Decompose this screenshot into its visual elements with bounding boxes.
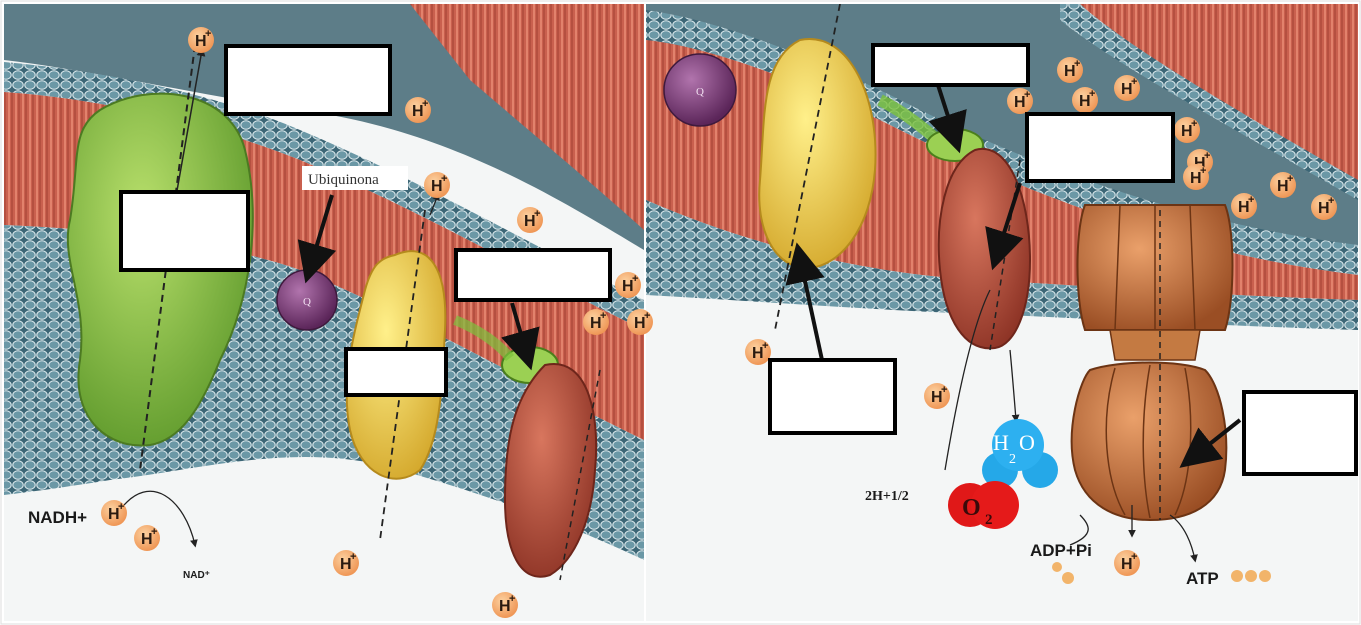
- proton-plus-label: +: [1131, 551, 1137, 563]
- proton-token: H+: [1231, 193, 1257, 219]
- proton-token: H+: [1072, 87, 1098, 113]
- blank-label-5[interactable]: [873, 45, 1028, 85]
- proton-plus-label: +: [644, 310, 650, 322]
- proton-token: H+: [583, 309, 609, 335]
- proton-token: H+: [492, 592, 518, 618]
- adp-label: ADP+Pi: [1030, 541, 1092, 560]
- proton-plus-label: +: [441, 173, 447, 185]
- svg-text:2: 2: [1009, 452, 1016, 467]
- proton-plus-label: +: [600, 310, 606, 322]
- nad-label: NAD⁺: [183, 570, 210, 581]
- proton-plus-label: +: [1131, 76, 1137, 88]
- proton-token: H+: [405, 97, 431, 123]
- nadh-label: NADH+: [28, 508, 87, 527]
- proton-token: H+: [1114, 550, 1140, 576]
- blank-label-3[interactable]: [456, 250, 610, 300]
- proton-plus-label: +: [1200, 165, 1206, 177]
- proton-plus-label: +: [941, 384, 947, 396]
- ubiquinone-q-label-right: Q: [696, 86, 704, 98]
- proton-token: H+: [627, 309, 653, 335]
- proton-plus-label: +: [1074, 58, 1080, 70]
- proton-plus-label: +: [422, 98, 428, 110]
- atp-label: ATP: [1186, 569, 1219, 588]
- proton-token: H+: [1174, 117, 1200, 143]
- proton-token: H+: [1057, 57, 1083, 83]
- right-panel: Q: [646, 4, 1358, 621]
- blank-label-7[interactable]: [770, 360, 895, 433]
- blank-label-4[interactable]: [346, 349, 446, 395]
- proton-token: H+: [101, 500, 127, 526]
- proton-token: H+: [333, 550, 359, 576]
- proton-plus-label: +: [534, 208, 540, 220]
- proton-plus-label: +: [1287, 173, 1293, 185]
- proton-token: H+: [924, 383, 950, 409]
- proton-token: H+: [615, 272, 641, 298]
- proton-plus-label: +: [1328, 195, 1334, 207]
- svg-text:O: O: [962, 495, 981, 521]
- blank-label-6[interactable]: [1027, 114, 1173, 181]
- proton-plus-label: +: [1204, 150, 1210, 162]
- proton-plus-label: +: [1248, 194, 1254, 206]
- proton-token: H+: [424, 172, 450, 198]
- proton-token: H+: [188, 27, 214, 53]
- proton-plus-label: +: [1191, 118, 1197, 130]
- blank-label-1[interactable]: [226, 46, 390, 114]
- ubiquinona-callout: Ubiquinona: [302, 166, 408, 190]
- proton-token: H+: [1311, 194, 1337, 220]
- proton-token: H+: [1270, 172, 1296, 198]
- proton-plus-label: +: [509, 593, 515, 605]
- proton-plus-label: +: [151, 526, 157, 538]
- ubiquinona-label: Ubiquinona: [308, 172, 379, 188]
- complex-iv-right: [939, 149, 1030, 348]
- svg-text:2: 2: [985, 512, 993, 528]
- proton-token: H+: [1007, 88, 1033, 114]
- oxygen-molecule: [948, 481, 1019, 529]
- proton-plus-label: +: [1024, 89, 1030, 101]
- proton-plus-label: +: [205, 28, 211, 40]
- proton-token: H+: [517, 207, 543, 233]
- proton-token: H+: [745, 339, 771, 365]
- proton-token: H+: [1114, 75, 1140, 101]
- blank-label-8[interactable]: [1244, 392, 1356, 474]
- svg-text:H: H: [993, 430, 1009, 455]
- ubiquinone-q-label: Q: [303, 296, 311, 308]
- proton-token: H+: [134, 525, 160, 551]
- proton-plus-label: +: [632, 273, 638, 285]
- svg-text:O: O: [1019, 430, 1035, 455]
- proton-plus-label: +: [118, 501, 124, 513]
- blank-label-2[interactable]: [121, 192, 248, 270]
- proton-plus-label: +: [1089, 88, 1095, 100]
- two-h-label: 2H+1/2: [865, 489, 909, 504]
- proton-plus-label: +: [762, 340, 768, 352]
- proton-token: H+: [1183, 164, 1209, 190]
- proton-plus-label: +: [350, 551, 356, 563]
